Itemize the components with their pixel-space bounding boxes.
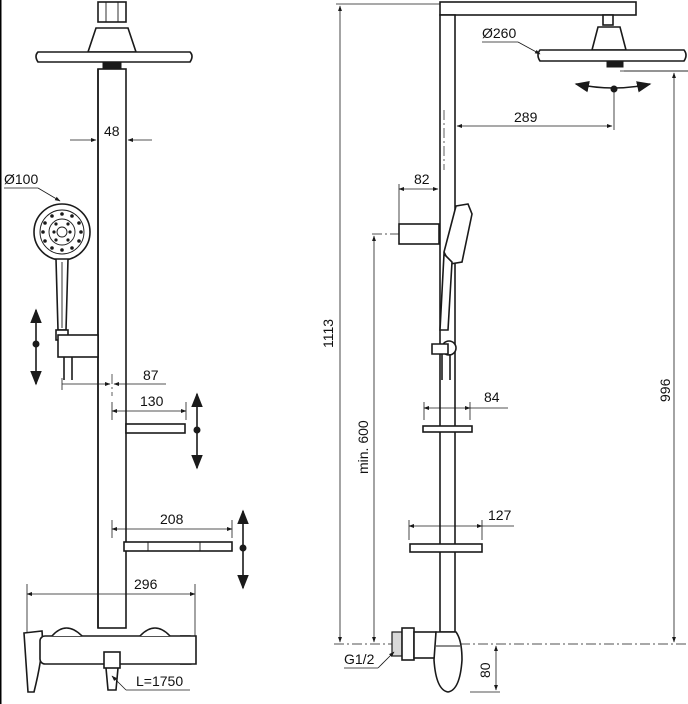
- dim-total-height: 1113: [320, 319, 336, 348]
- side-view: Ø260 289 82 1113 min. 600: [320, 1, 688, 693]
- hand-shower: [33, 203, 99, 380]
- dim-side-shelf-large: 127: [488, 507, 512, 523]
- hand-shower-nozzles: [41, 212, 83, 252]
- side-hand-shower-holder: [398, 223, 440, 245]
- dim-bar-width: 48: [104, 123, 120, 139]
- dim-head-height: 996: [657, 378, 673, 402]
- side-mixer-lever: [433, 631, 463, 693]
- dim-hand-shower-diameter: Ø100: [4, 171, 38, 187]
- side-hand-shower-handle: [439, 252, 453, 331]
- dim-side-shelf-small: 84: [484, 389, 500, 405]
- dim-total-width: 296: [134, 576, 158, 592]
- side-shelf-small: [422, 425, 473, 433]
- thermostatic-mixer: [23, 627, 197, 693]
- dim-arm-reach: 289: [514, 109, 538, 125]
- side-head-mount: [590, 26, 628, 51]
- hose-outlet: [103, 651, 121, 669]
- dim-holder-depth: 82: [414, 171, 430, 187]
- head-mount: [86, 27, 138, 53]
- dim-hose-length: L=1750: [136, 673, 183, 689]
- front-view: 48 Ø100: [4, 1, 249, 693]
- shelf-small: [125, 423, 186, 434]
- overhead-arm: [439, 1, 637, 16]
- rain-shower-head: [35, 51, 193, 63]
- dim-shelf-small: 130: [140, 393, 164, 409]
- dim-inlet-height: 80: [477, 662, 493, 678]
- head-nozzle: [102, 61, 122, 70]
- dim-offset-87: 87: [143, 367, 159, 383]
- side-rain-shower-head: [537, 49, 687, 62]
- dim-head-diameter: Ø260: [482, 25, 516, 41]
- shelf-large: [123, 541, 233, 552]
- dim-min-height: min. 600: [355, 420, 371, 474]
- hand-shower-holder: [57, 334, 99, 358]
- dim-inlet-thread: G1/2: [344, 651, 375, 667]
- head-top-connector: [97, 1, 127, 23]
- shower-bar: [97, 68, 127, 629]
- side-mixer: [391, 627, 463, 693]
- side-hand-shower-head: [443, 203, 473, 265]
- side-shelf-large: [409, 543, 483, 553]
- dim-shelf-large: 208: [160, 511, 184, 527]
- mixer-knob: [180, 635, 197, 665]
